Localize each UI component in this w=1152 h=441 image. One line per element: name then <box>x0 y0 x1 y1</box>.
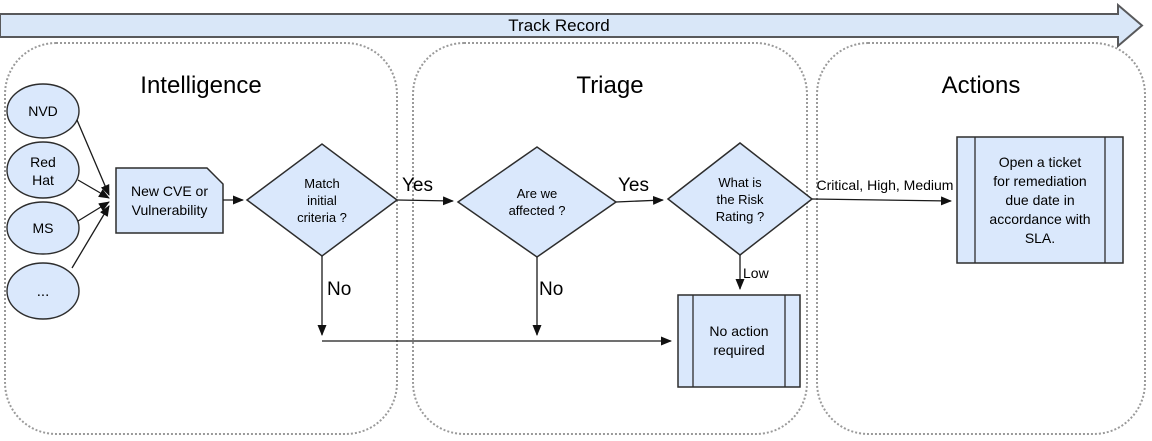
section-title-intelligence: Intelligence <box>140 72 262 99</box>
edge-label-yes-affected: Yes <box>618 175 649 196</box>
card-new-cve <box>115 167 224 234</box>
connector-match-yes-to-affected <box>396 196 454 206</box>
edge-label-yes-match: Yes <box>402 175 433 196</box>
box-no-action <box>677 294 801 388</box>
ellipse-ms <box>6 201 80 255</box>
section-title-actions: Actions <box>941 72 1021 99</box>
node-label-no-action: No action required <box>709 323 769 358</box>
connector-affected-yes-to-risk <box>615 195 664 205</box>
source-label-ms: MS <box>32 219 54 236</box>
container-triage <box>412 42 808 435</box>
edge-label-no-match: No <box>327 279 352 300</box>
track-record-label: Track Record <box>508 16 610 35</box>
node-label-risk-rating: What is the Risk Rating ? <box>715 174 765 224</box>
connector-risk-to-ticket <box>811 196 952 206</box>
track-record-banner-arrow <box>0 2 1144 49</box>
connector-nvd-to-newcve <box>76 119 110 196</box>
ellipse-nvd <box>6 83 80 139</box>
container-actions <box>816 42 1146 435</box>
edge-label-critical-high-medium: Critical, High, Medium <box>816 177 954 193</box>
connector-redhat-to-newcve <box>77 179 110 199</box>
edge-label-no-affected: No <box>539 279 564 300</box>
source-label-redhat: Red Hat <box>30 153 56 188</box>
box-open-ticket <box>956 136 1124 264</box>
node-label-open-ticket: Open a ticket for remediation due date i… <box>989 153 1091 246</box>
edge-label-low: Low <box>743 265 769 281</box>
container-intelligence <box>4 42 398 435</box>
source-label-more: ... <box>36 283 50 300</box>
source-label-nvd: NVD <box>28 102 58 119</box>
node-label-are-we-affected: Are we affected ? <box>508 186 566 218</box>
node-label-match-criteria: Match initial criteria ? <box>297 175 347 225</box>
connector-ms-to-newcve <box>77 201 110 222</box>
ellipse-more <box>6 262 80 320</box>
section-title-triage: Triage <box>576 72 644 99</box>
connector-more-to-newcve <box>71 205 110 269</box>
ellipse-redhat <box>6 141 80 199</box>
node-label-new-cve: New CVE or Vulnerability <box>130 182 209 218</box>
